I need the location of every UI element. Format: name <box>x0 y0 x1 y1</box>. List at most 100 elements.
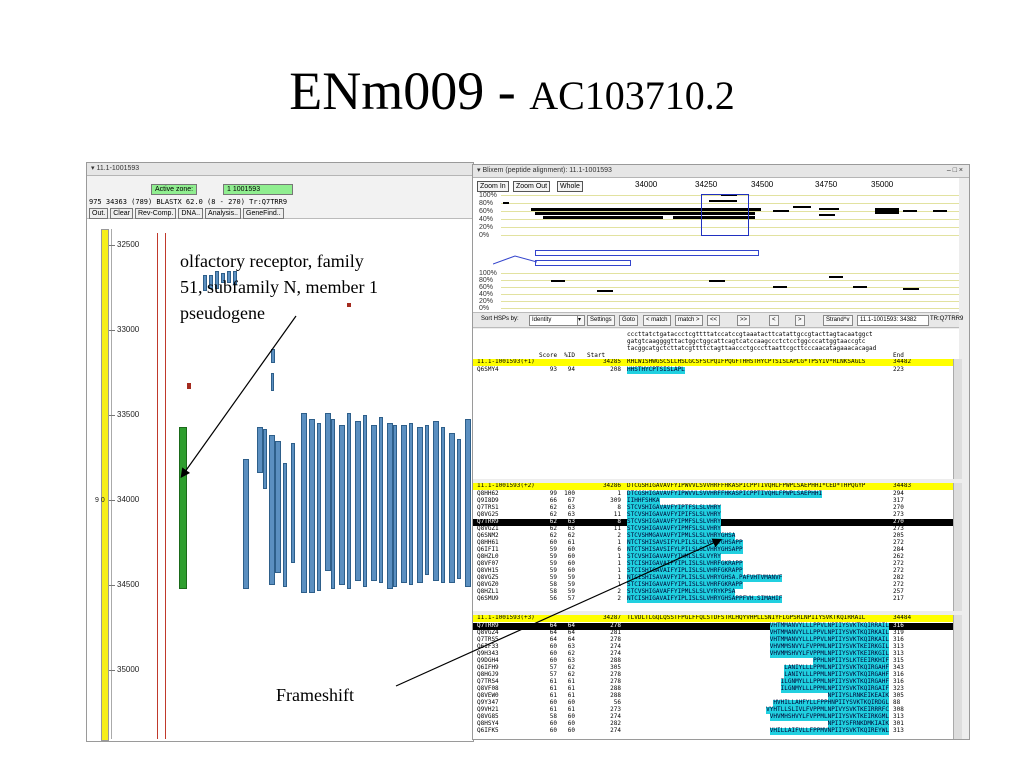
sort-select[interactable]: Identity <box>529 315 579 326</box>
blast-hit[interactable] <box>317 423 321 591</box>
dna-button[interactable]: DNA.. <box>178 208 204 219</box>
zoom-out-button[interactable]: Zoom Out <box>513 181 551 192</box>
settings-button[interactable]: Settings <box>587 315 615 326</box>
active-zone-field[interactable]: 1 1001593 <box>223 184 293 195</box>
blast-hit[interactable] <box>409 423 413 585</box>
blast-hit[interactable] <box>457 439 461 579</box>
blast-hit[interactable] <box>243 459 249 589</box>
hsp-mark <box>793 206 811 208</box>
strand-toggle-button[interactable]: Strand^v <box>823 315 853 326</box>
view-range-box[interactable] <box>701 194 749 236</box>
blast-hit[interactable] <box>347 413 351 589</box>
blast-hit[interactable] <box>379 417 383 583</box>
hit-name: Q8HH62 <box>477 490 499 497</box>
clear-button[interactable]: Clear <box>110 208 133 219</box>
scroll-right-button[interactable]: > <box>795 315 805 326</box>
blast-hit[interactable] <box>433 421 439 581</box>
gene-model-bar[interactable] <box>179 427 187 589</box>
blast-hit[interactable] <box>371 425 377 581</box>
analysis-button[interactable]: Analysis.. <box>205 208 242 219</box>
blast-hit[interactable] <box>417 427 423 583</box>
start-header[interactable]: Start <box>587 352 606 359</box>
blast-hit[interactable] <box>291 443 295 563</box>
blast-hit[interactable] <box>271 373 274 391</box>
scroll-left-fast-button[interactable]: << <box>707 315 721 326</box>
hit-end: 272 <box>893 581 904 588</box>
blast-hit[interactable] <box>331 419 335 589</box>
blast-hit[interactable] <box>215 271 219 289</box>
score-header[interactable]: Score <box>539 352 558 359</box>
blast-hit[interactable] <box>275 441 281 573</box>
blast-hit[interactable] <box>425 425 429 575</box>
blast-hit[interactable] <box>441 427 445 583</box>
end-header[interactable]: End <box>893 352 904 359</box>
blast-hit[interactable] <box>227 271 231 283</box>
hit-sequence: STCVSHMGAVAVFYIPMLSLSLVHRYGHSA <box>627 532 736 540</box>
blast-hit[interactable] <box>449 433 455 583</box>
chevron-down-icon[interactable]: ▾ <box>577 315 585 326</box>
blast-hit[interactable] <box>465 419 471 587</box>
hit-end: 273 <box>893 525 904 532</box>
reference-sequence: TLVDLTLGQLQSSTFPGLFFQLSTDFSTRLHQYVHPLLSN… <box>627 615 866 621</box>
chevron-down-icon[interactable]: ▾ <box>91 165 95 172</box>
blast-hit[interactable] <box>263 429 267 489</box>
scroll-right-fast-button[interactable]: >> <box>737 315 751 326</box>
blast-hit[interactable] <box>271 349 275 363</box>
scroll-left-button[interactable]: < <box>769 315 779 326</box>
next-match-button[interactable]: match > <box>675 315 703 326</box>
whole-button[interactable]: Whole <box>557 181 583 192</box>
out-button[interactable]: Out. <box>89 208 109 219</box>
coord-label: 34750 <box>815 180 838 189</box>
scrollbar[interactable] <box>953 483 962 611</box>
blast-hit[interactable] <box>325 413 331 571</box>
blast-hit[interactable] <box>233 271 237 285</box>
blast-hit[interactable] <box>301 413 307 593</box>
rev-comp-button[interactable]: Rev-Comp. <box>134 208 177 219</box>
blast-hit[interactable] <box>401 425 407 583</box>
blast-hit[interactable] <box>283 463 287 587</box>
ruler-label: 33000 <box>117 325 140 334</box>
window-controls-icon[interactable]: – □ × <box>946 167 963 174</box>
blast-hit[interactable] <box>309 419 315 593</box>
goto-button[interactable]: Goto <box>619 315 639 326</box>
blast-hit[interactable] <box>363 415 367 587</box>
blast-hit[interactable] <box>339 425 345 585</box>
chevron-down-icon[interactable]: ▾ <box>477 167 481 174</box>
hit-end: 223 <box>893 366 904 373</box>
prev-match-button[interactable]: < match <box>643 315 671 326</box>
blast-hit[interactable] <box>393 425 397 587</box>
blast-hit[interactable] <box>209 275 213 289</box>
scrollbar[interactable] <box>953 359 962 479</box>
feature-map-canvas[interactable]: 9 0 32500 33000 33500 34000 34500 35000 <box>87 163 473 741</box>
scrollbar[interactable] <box>953 615 962 739</box>
blast-hit[interactable] <box>203 275 207 291</box>
position-field[interactable]: 11.1-1001593: 34382 <box>857 315 929 326</box>
blast-hit[interactable] <box>387 423 393 589</box>
genefind-button[interactable]: GeneFind.. <box>243 208 284 219</box>
hit-score: 61 <box>549 685 557 692</box>
blast-hit[interactable] <box>221 273 225 283</box>
hit-name: Q6IFK5 <box>477 727 499 734</box>
blast-hit[interactable] <box>355 421 361 581</box>
zoom-in-button[interactable]: Zoom In <box>477 181 509 192</box>
id-header[interactable]: %ID <box>564 352 575 359</box>
